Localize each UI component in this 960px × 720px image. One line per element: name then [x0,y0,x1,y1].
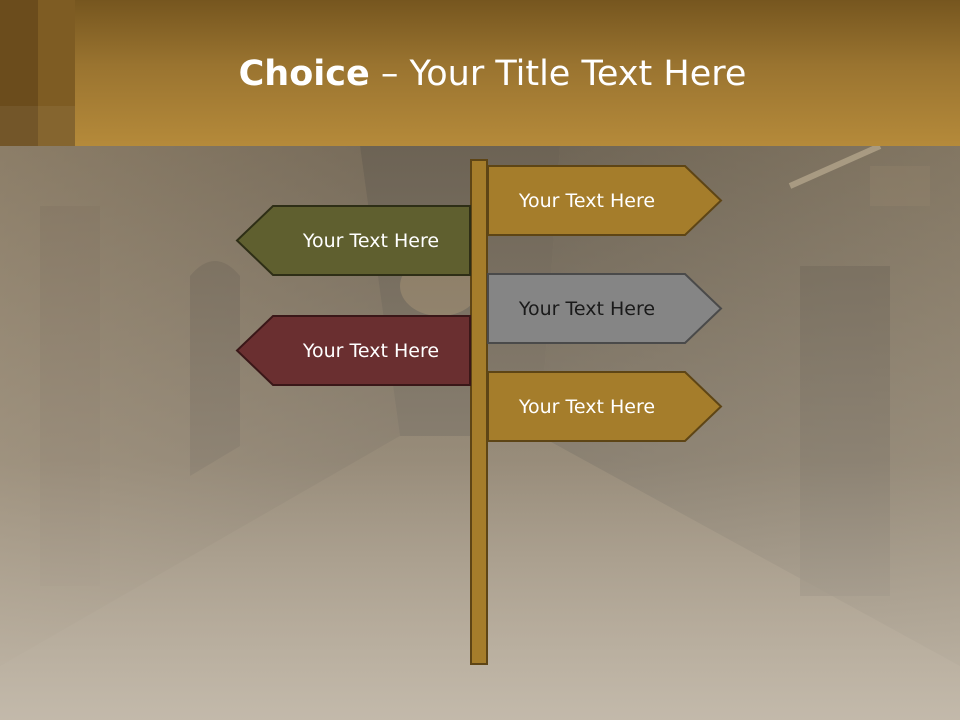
sign-right-3[interactable]: Your Text Here [487,371,723,442]
sign-right-2-text: Your Text Here [518,297,656,320]
sign-right-1-text: Your Text Here [518,189,656,212]
header-accent-block [38,0,75,146]
sign-left-1[interactable]: Your Text Here [235,205,471,276]
slide-title[interactable]: Choice – Your Title Text Here [0,52,960,96]
header-accent-block [0,0,38,146]
sign-right-1[interactable]: Your Text Here [487,165,723,236]
sign-left-1-text: Your Text Here [302,229,440,252]
title-rest: – Your Title Text Here [369,54,747,94]
sign-right-2[interactable]: Your Text Here [487,273,723,344]
title-bold: Choice [238,54,370,94]
sign-left-2[interactable]: Your Text Here [235,315,471,386]
signpost-pole [470,159,488,665]
sign-right-3-text: Your Text Here [518,395,656,418]
sign-left-2-text: Your Text Here [302,339,440,362]
title-bar: Choice – Your Title Text Here [0,0,960,146]
